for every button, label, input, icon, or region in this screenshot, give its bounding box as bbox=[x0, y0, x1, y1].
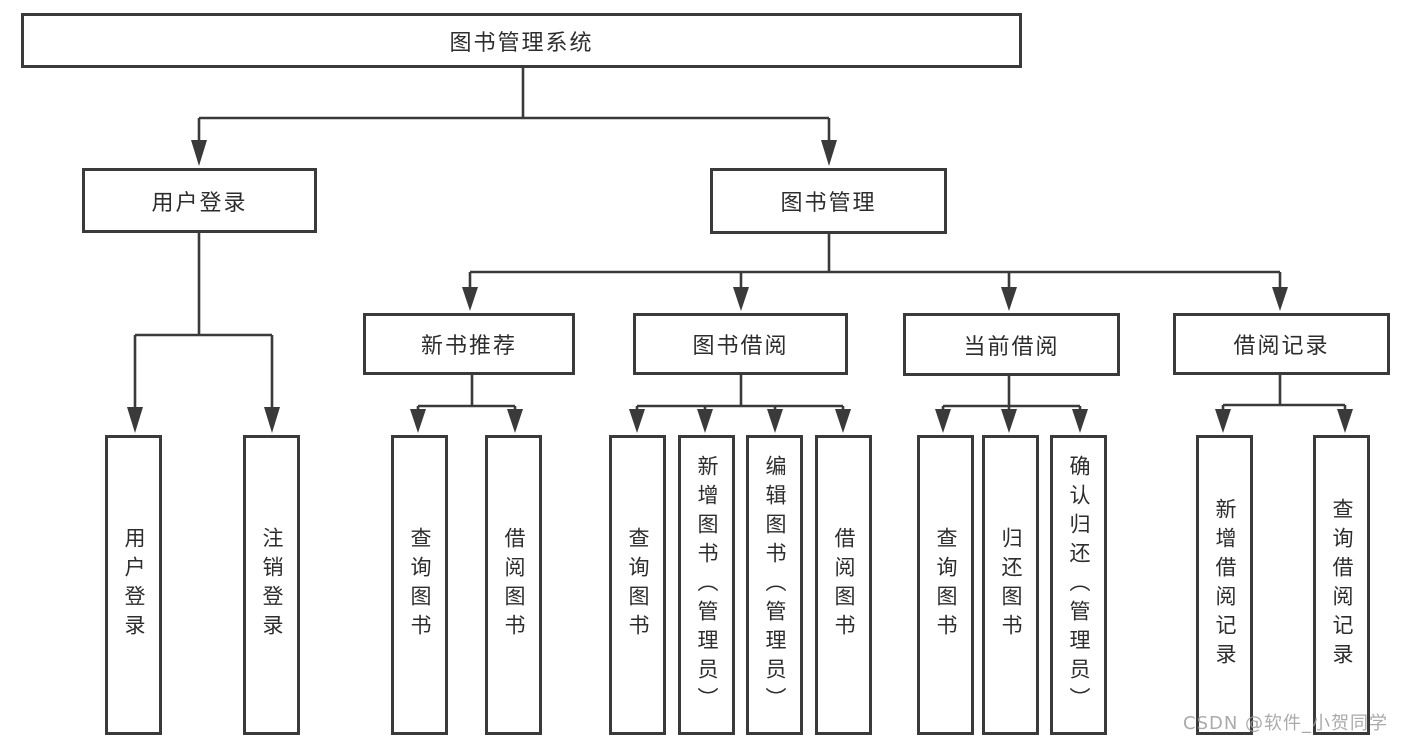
arrow-down-icon bbox=[733, 287, 749, 311]
arrow-down-icon bbox=[767, 409, 783, 433]
arrow-down-icon bbox=[410, 409, 426, 433]
node-new-book-recommend: 新书推荐 bbox=[363, 313, 575, 375]
leaf-current-return-books: 归还图书 bbox=[982, 435, 1039, 735]
leaf-user-login: 用户登录 bbox=[105, 435, 162, 735]
arrow-down-icon bbox=[1072, 409, 1088, 433]
arrow-down-icon bbox=[462, 287, 478, 311]
arrow-down-icon bbox=[1337, 409, 1353, 433]
arrow-down-icon bbox=[697, 409, 713, 433]
leaf-borrow-query-books: 查询图书 bbox=[609, 435, 666, 735]
leaf-borrow-add-books: 新增图书（管理员） bbox=[678, 435, 735, 735]
arrow-down-icon bbox=[1215, 409, 1231, 433]
arrow-down-icon bbox=[1001, 409, 1017, 433]
leaf-records-query-record: 查询借阅记录 bbox=[1313, 435, 1370, 735]
arrow-down-icon bbox=[835, 409, 851, 433]
arrow-down-icon bbox=[127, 407, 143, 433]
leaf-borrow-edit-books: 编辑图书（管理员） bbox=[746, 435, 803, 735]
watermark: CSDN @软件_小贺同学 bbox=[1183, 713, 1389, 734]
arrow-down-icon bbox=[264, 407, 280, 433]
node-borrow-records: 借阅记录 bbox=[1173, 313, 1390, 375]
node-current-borrow: 当前借阅 bbox=[903, 313, 1120, 376]
arrow-down-icon bbox=[1001, 287, 1017, 311]
leaf-current-confirm-return: 确认归还（管理员） bbox=[1050, 435, 1107, 735]
leaf-rec-borrow-books: 借阅图书 bbox=[485, 435, 542, 735]
node-root: 图书管理系统 bbox=[21, 13, 1022, 68]
leaf-rec-query-books: 查询图书 bbox=[391, 435, 448, 735]
node-book-management: 图书管理 bbox=[710, 168, 947, 234]
leaf-records-add-record: 新增借阅记录 bbox=[1196, 435, 1253, 735]
node-book-borrow: 图书借阅 bbox=[633, 313, 848, 375]
arrow-down-icon bbox=[507, 409, 523, 433]
node-user-login: 用户登录 bbox=[82, 168, 317, 233]
arrow-down-icon bbox=[821, 140, 837, 166]
arrow-down-icon bbox=[629, 409, 645, 433]
arrow-down-icon bbox=[191, 140, 207, 166]
leaf-logout: 注销登录 bbox=[243, 435, 300, 735]
arrow-down-icon bbox=[935, 409, 951, 433]
leaf-current-query-books: 查询图书 bbox=[917, 435, 974, 735]
arrow-down-icon bbox=[1272, 287, 1288, 311]
leaf-borrow-borrow-books: 借阅图书 bbox=[815, 435, 872, 735]
